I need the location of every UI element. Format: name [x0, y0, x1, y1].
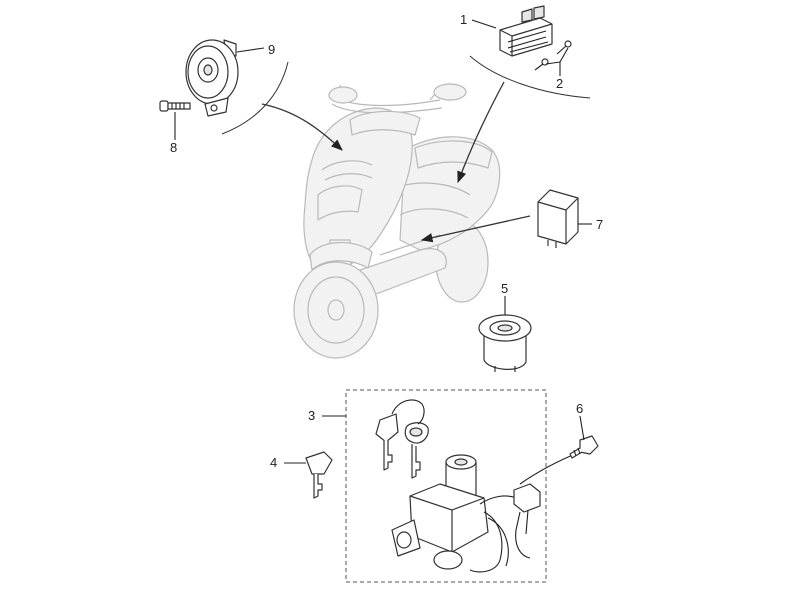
callout-4: 4 — [270, 455, 277, 470]
regulator-inset-arc — [469, 55, 591, 99]
regulator-location-arrow — [457, 81, 505, 184]
horn-location-arrow — [261, 103, 343, 151]
relay-location-arrow — [420, 215, 531, 243]
ignition-kit-group-box — [345, 389, 547, 583]
callout-1: 1 — [460, 12, 467, 27]
ignition-screw-part — [569, 435, 599, 459]
callout-7: 7 — [596, 217, 603, 232]
callout-9: 9 — [268, 42, 275, 57]
callout-6: 6 — [576, 401, 583, 416]
scooter-outline — [293, 83, 501, 359]
ignition-switch-part — [391, 451, 581, 573]
callout-3: 3 — [308, 408, 315, 423]
callout-8: 8 — [170, 140, 177, 155]
regulator-part — [499, 5, 553, 57]
relay-part — [537, 189, 579, 248]
lock-cylinder-part — [478, 314, 532, 372]
callout-2: 2 — [556, 76, 563, 91]
spare-key-part — [305, 451, 333, 499]
callout-5: 5 — [501, 281, 508, 296]
horn-part — [185, 39, 239, 117]
horn-screw-part — [159, 100, 191, 112]
ignition-keys-part — [375, 399, 429, 479]
leader-lines — [174, 19, 592, 464]
